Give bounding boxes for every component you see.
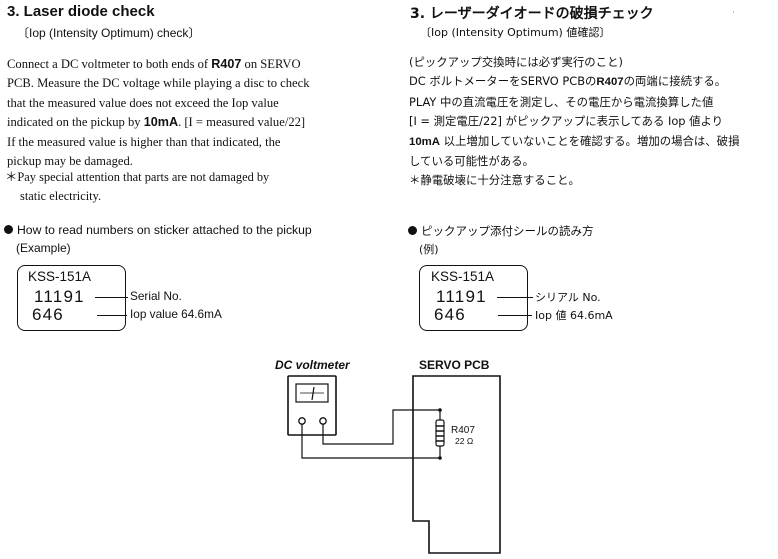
- left-para-line-5: If the measured value is higher than tha…: [7, 134, 281, 149]
- left-title: 3. Laser diode check: [7, 3, 155, 20]
- scan-mark: ·: [732, 8, 735, 17]
- right-para-line-1: (ピックアップ交換時には必ず実行のこと): [409, 55, 623, 69]
- left-iop-leader: [97, 315, 127, 316]
- resistor-r407-icon: [435, 408, 445, 460]
- right-subtitle: 〔Iop (Intensity Optimum) 値確認〕: [420, 26, 611, 39]
- wire-negative: [301, 424, 440, 459]
- right-sticker: KSS-151A 11191 646: [419, 265, 528, 331]
- right-sticker-iop: 646: [434, 305, 466, 324]
- left-example-label: (Example): [16, 241, 71, 255]
- right-title: 3. レーザーダイオードの破損チェック: [410, 6, 654, 22]
- right-para-line-7: ＊静電破壊に十分注意すること。: [409, 173, 580, 188]
- left-sticker-serial: 11191: [34, 287, 85, 306]
- right-example-label: (例): [419, 243, 439, 256]
- left-sticker-heading: How to read numbers on sticker attached …: [4, 223, 312, 237]
- meter-terminal-neg: [298, 417, 306, 425]
- right-para-line-5: 10mA 以上増加していないことを確認する。増加の場合は、破損: [409, 133, 740, 148]
- left-sticker-iop: 646: [32, 305, 64, 324]
- wire-positive: [322, 409, 440, 445]
- right-para-line-4: [I = 測定電圧/22] がピックアップに表示してある Iop 値より: [409, 114, 724, 129]
- right-serial-label: シリアル No.: [535, 291, 601, 304]
- left-sticker: KSS-151A 11191 646: [17, 265, 126, 331]
- left-serial-label: Serial No.: [130, 289, 182, 303]
- left-note-line-2: static electricity.: [20, 189, 102, 203]
- pcb-label: SERVO PCB: [419, 358, 490, 372]
- right-sticker-heading: ピックアップ添付シールの読み方: [408, 223, 594, 239]
- left-para-line-1: Connect a DC voltmeter to both ends of R…: [7, 57, 301, 71]
- left-subtitle: 〔Iop (Intensity Optimum) check〕: [17, 26, 201, 40]
- right-sticker-model: KSS-151A: [431, 269, 495, 284]
- left-para-line-3: that the measured value does not exceed …: [7, 95, 279, 110]
- right-para-line-6: している可能性がある。: [409, 154, 534, 169]
- bullet-icon: [4, 225, 13, 234]
- left-para-line-4: indicated on the pickup by 10mA. [I = me…: [7, 115, 306, 130]
- voltmeter: [287, 375, 337, 436]
- right-paragraph: (ピックアップ交換時には必ず実行のこと) DC ボルトメーターをSERVO PC…: [409, 53, 774, 191]
- left-iop-label: Iop value 64.6mA: [130, 307, 222, 321]
- meter-terminal-pos: [319, 417, 327, 425]
- left-para-line-6: pickup may be damaged.: [7, 154, 133, 169]
- right-sticker-serial: 11191: [436, 287, 487, 306]
- right-para-line-2: DC ボルトメーターをSERVO PCBのR407の両端に接続する。: [409, 74, 727, 89]
- right-serial-leader: [497, 297, 533, 298]
- left-sticker-model: KSS-151A: [28, 269, 92, 284]
- left-paragraph: Connect a DC voltmeter to both ends of R…: [7, 55, 365, 171]
- left-para-line-2: PCB. Measure the DC voltage while playin…: [7, 76, 310, 91]
- resistor-value: 22 Ω: [455, 436, 473, 446]
- resistor-name: R407: [451, 425, 475, 436]
- left-note-line-1: ＊Pay special attention that parts are no…: [5, 170, 270, 184]
- right-iop-label: Iop 値 64.6mA: [535, 309, 613, 322]
- bullet-icon: [408, 226, 417, 235]
- left-serial-leader: [95, 297, 128, 298]
- right-iop-leader: [498, 315, 532, 316]
- voltmeter-label: DC voltmeter: [275, 358, 351, 372]
- meter-needle-icon: [311, 386, 315, 401]
- servo-pcb-outline: [412, 375, 501, 554]
- right-para-line-3: PLAY 中の直流電圧を測定し、その電圧から電流換算した値: [409, 94, 714, 109]
